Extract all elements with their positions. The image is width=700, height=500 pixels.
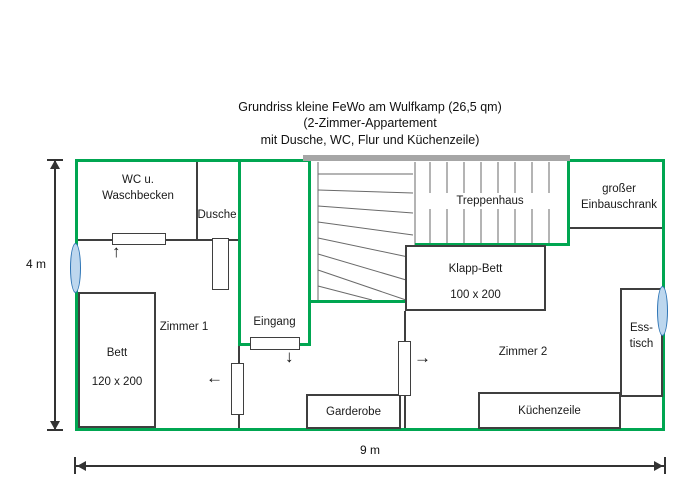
dim-tick-bottom-right bbox=[664, 457, 666, 474]
wall-outer-bottom bbox=[75, 428, 665, 431]
title-line-1: Grundriss kleine FeWo am Wulfkamp (26,5 … bbox=[238, 100, 502, 114]
wc-label-line2: Waschbecken bbox=[102, 190, 174, 203]
dim-arrowhead-left bbox=[77, 461, 86, 471]
plan-title: Grundriss kleine FeWo am Wulfkamp (26,5 … bbox=[75, 99, 665, 148]
arrow-right-icon: → bbox=[414, 348, 431, 367]
kuechenzeile-label: Küchenzeile bbox=[518, 405, 581, 417]
arrow-left-icon: ← bbox=[206, 368, 223, 387]
window-right-icon bbox=[657, 286, 668, 336]
dusche-door-symbol bbox=[212, 238, 229, 290]
einbauschrank-label-line2: Einbauschrank bbox=[580, 199, 658, 212]
klappbett-rect bbox=[405, 245, 546, 311]
arrow-down-icon: ↓ bbox=[285, 347, 294, 366]
window-left-icon bbox=[70, 243, 81, 293]
garderobe-rect bbox=[306, 394, 401, 429]
title-line-3: mit Dusche, WC, Flur und Küchenzeile) bbox=[260, 132, 480, 147]
einbauschrank-label-line1: großer bbox=[602, 183, 636, 195]
bett-rect bbox=[78, 292, 156, 428]
wall-outer-top-left bbox=[75, 159, 308, 162]
dusche-label: Dusche bbox=[197, 209, 237, 221]
wall-stairwell-west bbox=[308, 159, 311, 346]
einbauschrank-label: großer Einbauschrank bbox=[576, 181, 662, 213]
dim-arrowhead-right bbox=[654, 461, 663, 471]
wall-stairwell-south-right bbox=[415, 243, 570, 246]
wall-stairwell-east bbox=[567, 159, 570, 246]
wall-outer-left bbox=[75, 159, 78, 431]
zimmer1-door-symbol bbox=[231, 363, 244, 415]
bett-label: Bett bbox=[106, 347, 128, 359]
esstisch-label-line2: tisch bbox=[629, 338, 654, 351]
treppenhaus-label: Treppenhaus bbox=[428, 193, 552, 210]
wall-wc-dusche-east bbox=[238, 159, 241, 346]
width-dimension-label: 9 m bbox=[359, 443, 380, 457]
esstisch-rect bbox=[620, 288, 663, 397]
wc-label: WC u. Waschbecken bbox=[83, 172, 193, 204]
dim-arrowhead-up bbox=[50, 160, 60, 169]
wall-schrank-south bbox=[570, 227, 662, 229]
wall-outer-top-right bbox=[567, 159, 665, 162]
esstisch-label: Ess- tisch bbox=[620, 320, 663, 352]
arrow-up-icon: ↑ bbox=[112, 242, 121, 261]
bett-size-label: 120 x 200 bbox=[91, 376, 143, 388]
wc-label-line1: WC u. bbox=[122, 174, 154, 186]
klappbett-size-label: 100 x 200 bbox=[450, 289, 501, 301]
klappbett-label: Klapp-Bett bbox=[448, 263, 503, 275]
zimmer2-door-symbol bbox=[398, 341, 411, 396]
eingang-label: Eingang bbox=[253, 316, 296, 328]
wall-wc-dusche-divider bbox=[196, 159, 198, 241]
dim-tick-bottom-left bbox=[74, 457, 76, 474]
wall-stairwell-south-left bbox=[308, 300, 418, 303]
wall-building-top-stairwell bbox=[303, 155, 570, 161]
dim-line-left bbox=[54, 160, 56, 430]
zimmer2-label: Zimmer 2 bbox=[498, 346, 548, 358]
dim-tick-left-bottom bbox=[47, 429, 63, 431]
esstisch-label-line1: Ess- bbox=[630, 322, 653, 334]
title-line-2: (2-Zimmer-Appartement bbox=[303, 116, 437, 131]
height-dimension-label: 4 m bbox=[25, 257, 46, 271]
wc-door-symbol bbox=[112, 233, 166, 245]
zimmer1-label: Zimmer 1 bbox=[159, 321, 209, 333]
dim-arrowhead-down bbox=[50, 421, 60, 430]
garderobe-label: Garderobe bbox=[326, 406, 381, 418]
eingang-door-symbol bbox=[250, 337, 300, 350]
kuechenzeile-rect bbox=[478, 392, 621, 429]
dim-line-bottom bbox=[75, 465, 665, 467]
